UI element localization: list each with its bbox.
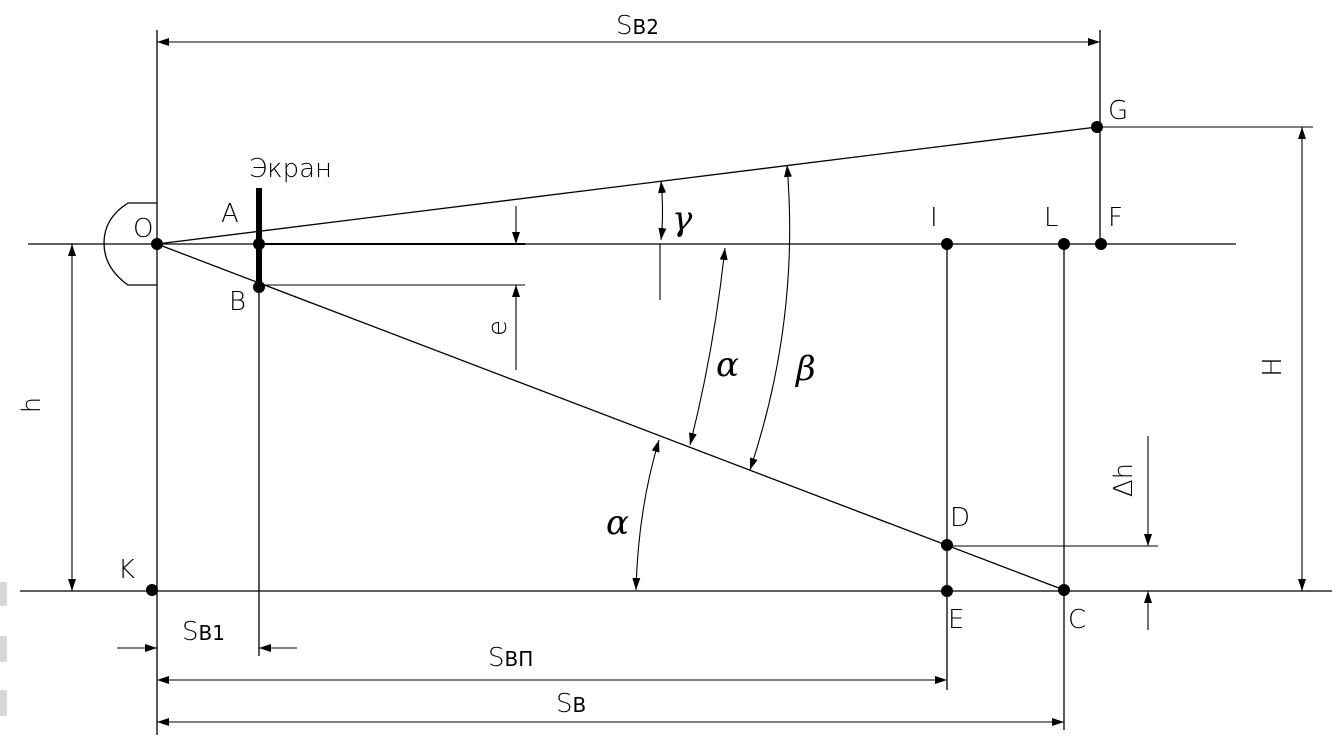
label-c: C xyxy=(1068,605,1086,635)
dim-sbp-label: SBП xyxy=(488,643,533,673)
point-c xyxy=(1058,584,1070,596)
label-b: B xyxy=(229,287,246,317)
point-b xyxy=(253,281,265,293)
point-k xyxy=(146,584,158,596)
screen-label: Экран xyxy=(249,154,332,184)
edge-artifact xyxy=(0,636,7,662)
point-e xyxy=(941,585,953,597)
dim-sb-label: SB xyxy=(556,689,586,719)
ray-oc xyxy=(156,243,1065,591)
angle-beta-arc xyxy=(749,164,792,471)
angle-gamma-arc xyxy=(658,180,667,241)
angle-alpha-lower-arc xyxy=(632,439,660,591)
dim-h-label: h xyxy=(17,397,47,413)
angle-gamma-label: γ xyxy=(672,199,693,239)
label-f: F xyxy=(1108,203,1123,233)
point-d xyxy=(941,539,953,551)
label-g: G xyxy=(1108,96,1128,126)
dim-e-label: e xyxy=(483,320,513,336)
point-i xyxy=(941,238,953,250)
dim-big-h-label: H xyxy=(1258,357,1288,377)
point-l xyxy=(1058,238,1070,250)
dim-sb2-label: SB2 xyxy=(616,11,659,41)
point-a xyxy=(253,238,265,250)
angle-alpha-lower-label: α xyxy=(606,503,629,543)
angle-alpha-upper-arc xyxy=(689,247,728,446)
label-d: D xyxy=(950,503,970,533)
label-l: L xyxy=(1044,203,1059,233)
label-a: A xyxy=(221,199,239,229)
label-k: K xyxy=(118,555,135,585)
label-e: E xyxy=(948,605,964,635)
point-f xyxy=(1095,238,1107,250)
eye-outline xyxy=(103,202,157,286)
dim-sb1-label: SB1 xyxy=(182,617,225,647)
label-i: I xyxy=(930,203,938,233)
angle-alpha-upper-label: α xyxy=(716,345,739,385)
angle-beta-label: β xyxy=(794,349,816,389)
point-o xyxy=(151,238,163,250)
label-o: O xyxy=(133,214,153,244)
edge-artifact xyxy=(0,582,7,606)
ray-og xyxy=(156,126,1098,245)
point-g xyxy=(1091,121,1103,133)
dim-delta-h-label: Δh xyxy=(1109,463,1139,497)
edge-artifact xyxy=(0,690,7,716)
